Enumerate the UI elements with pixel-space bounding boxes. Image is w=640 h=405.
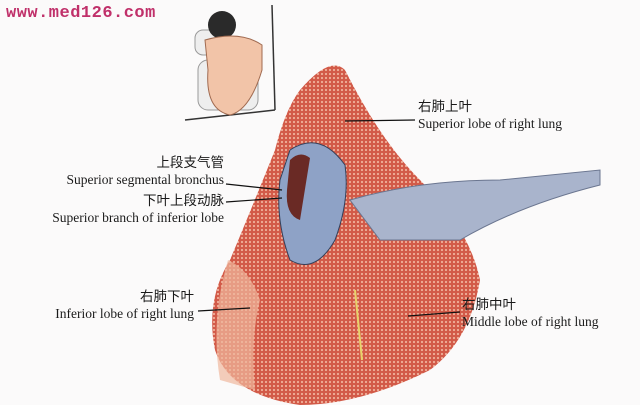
label-en: Inferior lobe of right lung: [55, 306, 194, 321]
label-zh: 下叶上段动脉: [143, 193, 224, 208]
label-en: Superior branch of inferior lobe: [52, 210, 224, 225]
label-zh: 右肺下叶: [140, 289, 194, 304]
label-en: Superior lobe of right lung: [418, 116, 562, 131]
label-zh: 右肺上叶: [418, 99, 472, 114]
leader-lines: [197, 119, 461, 317]
label-en: Superior segmental bronchus: [66, 172, 224, 187]
label-inferior-lobe: 右肺下叶 Inferior lobe of right lung: [55, 288, 194, 322]
label-segmental-bronchus: 上段支气管 Superior segmental bronchus: [67, 154, 224, 188]
label-middle-lobe: 右肺中叶 Middle lobe of right lung: [462, 296, 598, 330]
label-inferior-branch: 下叶上段动脉 Superior branch of inferior lobe: [52, 192, 224, 226]
lung-tissue: [212, 65, 601, 405]
label-superior-lobe: 右肺上叶 Superior lobe of right lung: [418, 98, 562, 132]
label-en: Middle lobe of right lung: [462, 314, 599, 329]
label-zh: 右肺中叶: [462, 297, 516, 312]
label-zh: 上段支气管: [156, 155, 225, 170]
watermark: www.med126.com: [6, 4, 156, 23]
patient-position-inset: [184, 4, 276, 121]
